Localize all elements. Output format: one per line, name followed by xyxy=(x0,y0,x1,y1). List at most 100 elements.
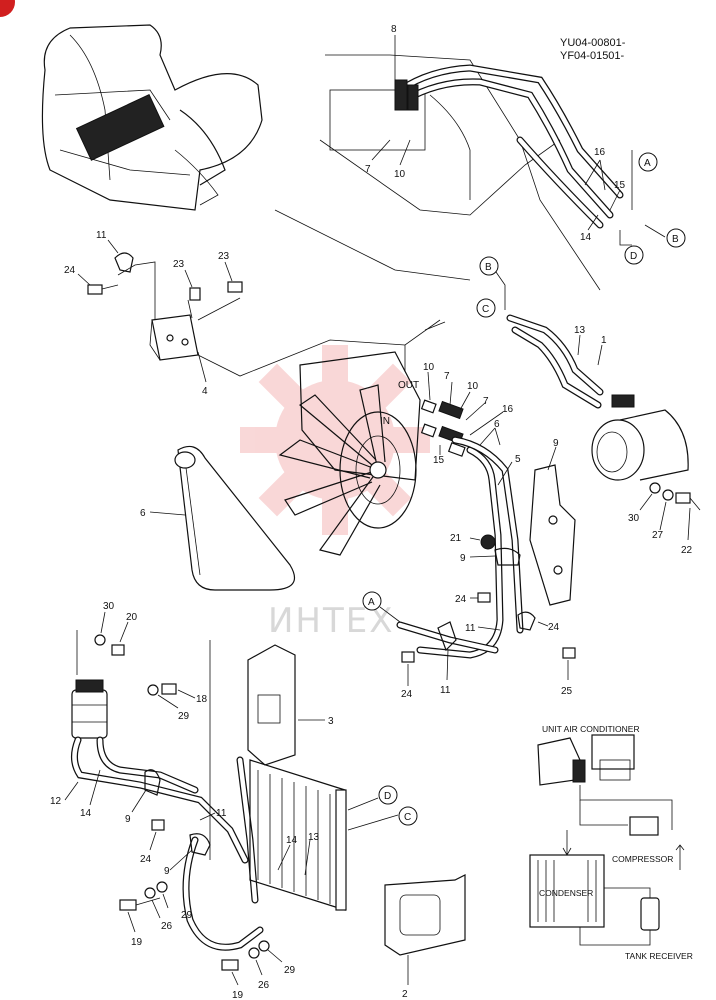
washer-29-c xyxy=(258,940,270,952)
bracket-4 xyxy=(149,299,199,361)
clip-11-top xyxy=(114,252,156,300)
callout-19-b: 19 xyxy=(232,990,244,1000)
corner-badge xyxy=(0,0,15,17)
washer-30-left xyxy=(94,634,106,646)
callout-29-c: 29 xyxy=(284,965,296,976)
callout-5: 6 xyxy=(140,508,146,519)
callout-27: 27 xyxy=(652,530,664,541)
connector-b-top: B xyxy=(644,224,686,248)
watermark-logo xyxy=(240,345,430,535)
clamp-9-mid xyxy=(494,547,521,566)
v-belt-5 xyxy=(174,445,295,591)
serial-number-2: YF04-01501- xyxy=(560,50,625,62)
clamp-9-lower-b xyxy=(189,833,211,856)
callout-11-c: 11 xyxy=(440,685,451,696)
condenser-lower xyxy=(249,759,347,911)
callout-30-b: 30 xyxy=(103,601,115,612)
inset-diagram: UNIT AIR CONDITIONER COMPRESSOR CONDENSE… xyxy=(529,724,693,961)
svg-text:C: C xyxy=(404,812,411,823)
bolt-21 xyxy=(480,534,496,550)
washer-29-b xyxy=(156,881,168,893)
inset-tank-receiver-label: TANK RECEIVER xyxy=(625,951,693,961)
bolt-23-b xyxy=(227,281,243,293)
callout-9-d: 9 xyxy=(164,866,170,877)
inset-compressor-label: COMPRESSOR xyxy=(612,854,673,864)
washer-27 xyxy=(662,489,674,501)
callout-4: 4 xyxy=(202,386,208,397)
callout-6-b: 15 xyxy=(433,455,445,466)
clip-24-right xyxy=(517,611,536,631)
bolt-24-lower xyxy=(401,651,415,663)
bolt-23-a xyxy=(189,287,201,301)
washer-26-a xyxy=(144,887,156,899)
svg-text:A: A xyxy=(368,597,375,608)
callout-19-a: 19 xyxy=(131,937,143,948)
callout-7-top: 7 xyxy=(365,164,371,175)
callout-14-b: 14 xyxy=(80,808,92,819)
washer-29-a xyxy=(147,684,159,696)
connector-a-top: A xyxy=(631,150,658,210)
callout-16-b: 6 xyxy=(494,419,500,430)
callout-20: 20 xyxy=(126,612,138,623)
inset-condenser-label: CONDENSER xyxy=(539,888,593,898)
bolt-25 xyxy=(562,647,576,659)
callout-9-b: 9 xyxy=(460,553,466,564)
callout-14-top: 14 xyxy=(580,232,592,243)
callout-23-b: 23 xyxy=(218,251,230,262)
bolt-18 xyxy=(161,683,177,695)
callout-9-a: 5 xyxy=(515,454,521,465)
svg-text:A: A xyxy=(644,158,651,169)
callout-7-b: 10 xyxy=(467,381,479,392)
inset-title: UNIT AIR CONDITIONER xyxy=(542,724,640,734)
hoses-lower-left xyxy=(71,736,264,951)
svg-text:C: C xyxy=(482,304,489,315)
callout-24-top: 24 xyxy=(64,265,76,276)
callout-6-a: 10 xyxy=(423,362,435,373)
upper-hoses xyxy=(394,64,624,229)
callout-10-b: 7 xyxy=(444,371,450,382)
callout-13-b: 13 xyxy=(308,832,320,843)
fan-assembly xyxy=(278,351,421,556)
callout-7-c: 16 xyxy=(502,404,514,415)
callout-29-b: 29 xyxy=(181,910,193,921)
callout-15-top: 15 xyxy=(614,180,626,191)
callout-10-top: 10 xyxy=(394,169,406,180)
connector-a-mid: A xyxy=(362,591,401,623)
bolt-22 xyxy=(675,492,701,511)
connector-c-mid: C xyxy=(476,298,496,318)
callout-8: 8 xyxy=(391,24,397,35)
compressor-hoses xyxy=(416,314,604,659)
bolt-24-top xyxy=(87,284,119,295)
compressor xyxy=(591,394,689,481)
callout-1: 9 xyxy=(553,438,559,449)
callout-26-b: 26 xyxy=(258,980,270,991)
connector-c-lower: C xyxy=(347,806,418,831)
serial-number-1: YU04-00801- xyxy=(560,37,626,49)
washer-30-right xyxy=(649,482,661,494)
bolt-24-right-a xyxy=(477,592,491,603)
port-label-out: OUT xyxy=(398,380,419,391)
svg-text:D: D xyxy=(384,791,391,802)
callout-15-mid: 13 xyxy=(574,325,586,336)
callout-9-c: 9 xyxy=(125,814,131,825)
bolt-19-b xyxy=(221,959,239,971)
callout-14-c: 14 xyxy=(286,835,298,846)
excavator-overview xyxy=(41,24,263,211)
clamp-9-lower xyxy=(144,769,161,796)
washer-26-b xyxy=(248,947,260,959)
svg-text:B: B xyxy=(672,234,679,245)
callout-10-c: 7 xyxy=(483,396,489,407)
callout-24-c: 24 xyxy=(548,622,560,633)
bolt-24-lower-left xyxy=(151,819,165,831)
bolt-20 xyxy=(111,644,125,656)
bolt-19-a xyxy=(119,897,161,911)
connector-d-top: D xyxy=(619,230,644,265)
bracket-3 xyxy=(247,644,296,766)
callout-11-b: 11 xyxy=(465,623,476,634)
lower-mid-hoses xyxy=(396,621,499,654)
tank-receiver xyxy=(71,679,108,739)
bracket-1 xyxy=(529,464,576,606)
callout-11-d: 11 xyxy=(216,808,227,819)
callout-22: 22 xyxy=(681,545,693,556)
